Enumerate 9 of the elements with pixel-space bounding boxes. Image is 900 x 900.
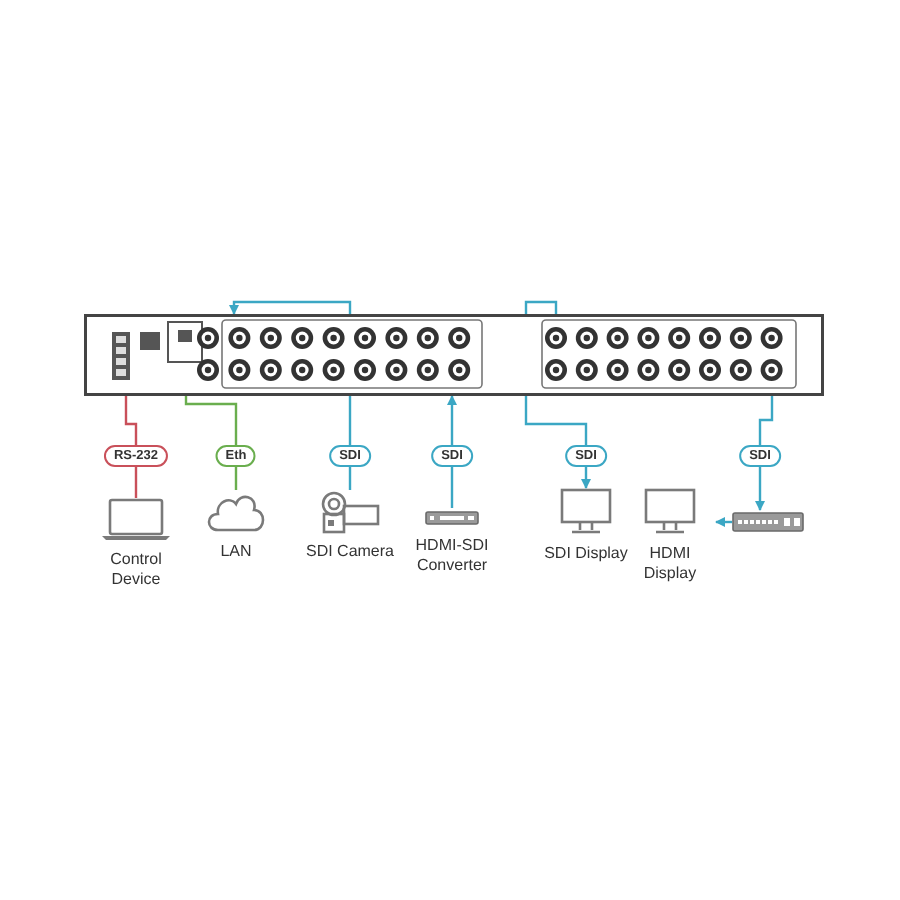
device-label: Control Device (108, 550, 164, 590)
device-label: HDMI-SDI Converter (413, 536, 491, 576)
arrow (447, 395, 457, 508)
device-label: SDI Camera (303, 542, 396, 562)
device-label: SDI Display (542, 544, 630, 564)
cable-line (184, 396, 238, 490)
arrow (715, 517, 732, 527)
arrow (755, 396, 774, 511)
device-label: LAN (218, 542, 254, 562)
